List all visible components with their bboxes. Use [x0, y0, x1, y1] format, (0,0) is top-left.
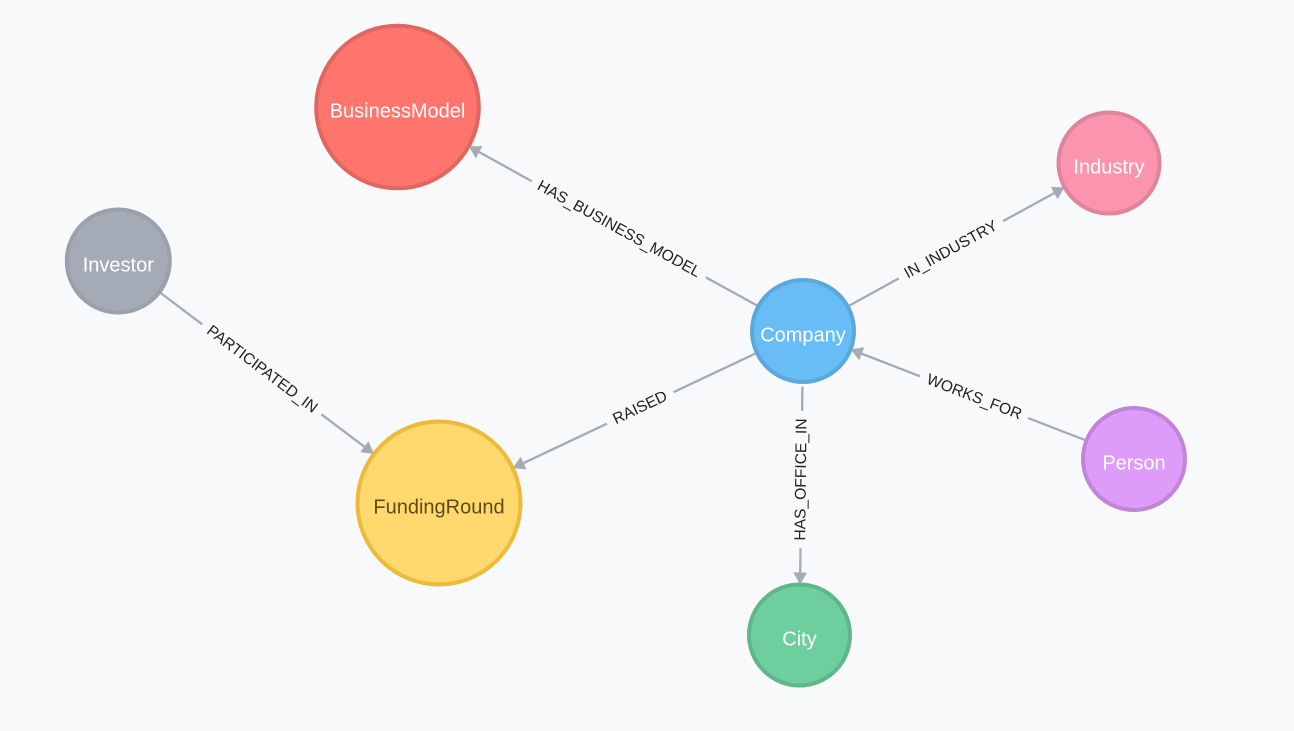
svg-text:FundingRound: FundingRound	[373, 497, 504, 519]
svg-text:Person: Person	[1102, 453, 1165, 475]
svg-text:BusinessModel: BusinessModel	[330, 101, 466, 123]
svg-text:Company: Company	[760, 325, 846, 347]
svg-text:HAS_OFFICE_IN: HAS_OFFICE_IN	[792, 418, 810, 540]
svg-text:Industry: Industry	[1073, 157, 1144, 179]
svg-text:City: City	[782, 629, 816, 651]
svg-text:Investor: Investor	[83, 255, 154, 277]
